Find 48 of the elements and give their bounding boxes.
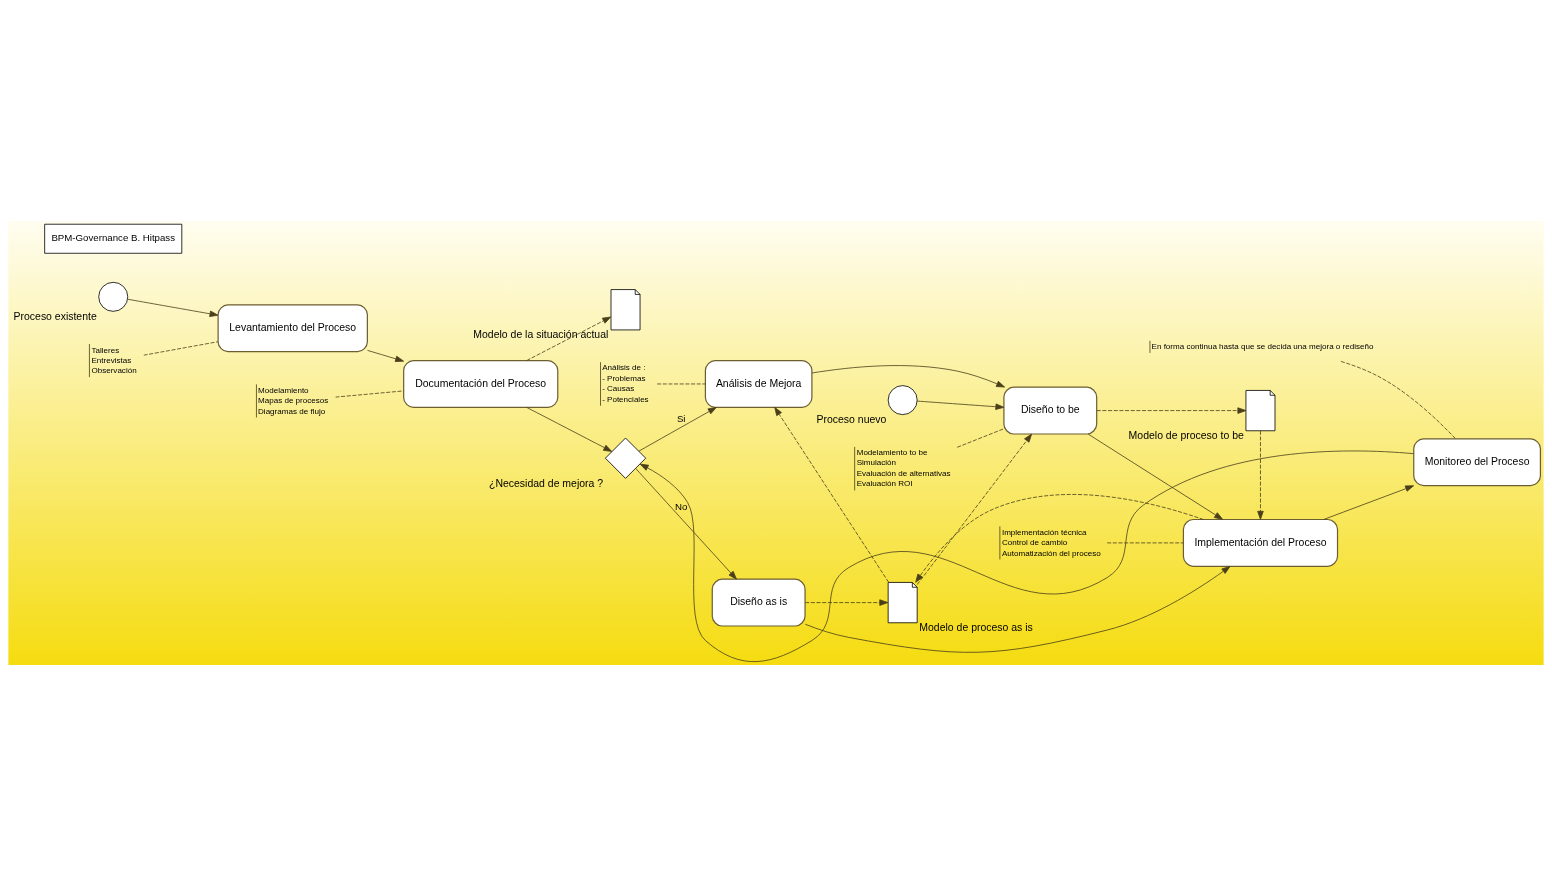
node-text: En forma continua hasta que se decida una mejora o rediseño: [1151, 342, 1374, 352]
connector: [143, 341, 219, 356]
node-text: Modelamiento Mapas de procesos Diagramas de flujo: [258, 385, 329, 416]
edge-label: Si: [676, 413, 686, 425]
arrow: [916, 400, 1005, 410]
arrow: [915, 494, 1204, 583]
arrow: [638, 406, 717, 452]
node-circle: [98, 281, 129, 312]
arrow: [1323, 485, 1415, 520]
node-label: Modelo de proceso to be: [1128, 430, 1244, 442]
node-label: Modelo de proceso as is: [919, 622, 1033, 634]
arrow: [127, 298, 219, 317]
node-box: Diseño to be: [1003, 386, 1098, 435]
arrow: [774, 406, 889, 583]
arrow: [639, 450, 1414, 662]
node-box: Análisis de Mejora: [704, 359, 813, 408]
connector: [656, 383, 706, 385]
node-label: ¿Necesidad de mejora ?: [489, 477, 604, 489]
arrow: [526, 407, 613, 452]
node-text: Talleres Entrevistas Observación: [91, 345, 137, 376]
connector: [956, 428, 1005, 448]
node-box: Documentación del Proceso: [403, 359, 559, 408]
arrow: [804, 566, 1231, 653]
arrow: [367, 349, 405, 362]
node-box: Diseño as is: [711, 578, 806, 627]
arrow: [635, 467, 737, 580]
connector: [335, 390, 404, 398]
arrow: [1087, 433, 1223, 520]
node-box: Monitoreo del Proceso: [1413, 438, 1542, 487]
arrow: [1257, 430, 1264, 520]
node-circle: [887, 385, 918, 416]
arrow: [526, 316, 612, 361]
node-box: Levantamiento del Proceso: [217, 304, 368, 353]
node-label: Proceso nuevo: [816, 414, 887, 426]
label: BPM-Governance B. Hitpass: [51, 232, 176, 244]
node-box: Implementación del Proceso: [1182, 518, 1339, 567]
arrow: [916, 433, 1033, 585]
node-text: Implementación técnica Control de cambio Automatización del proceso: [1001, 527, 1101, 558]
arrow: [1096, 407, 1247, 414]
node-label: Proceso existente: [13, 310, 97, 322]
connector: [1340, 361, 1456, 439]
arrow: [804, 599, 889, 606]
connector: [1106, 542, 1184, 544]
edge-label: No: [675, 501, 688, 513]
arrow: [811, 365, 1006, 388]
node-label: Modelo de la situación actual: [473, 329, 609, 341]
node-text: Análisis de : - Problemas - Causas - Potenciales: [602, 363, 649, 404]
node-text: Modelamiento to be Simulación Evaluación de alternativas Evaluación ROI: [856, 447, 951, 489]
